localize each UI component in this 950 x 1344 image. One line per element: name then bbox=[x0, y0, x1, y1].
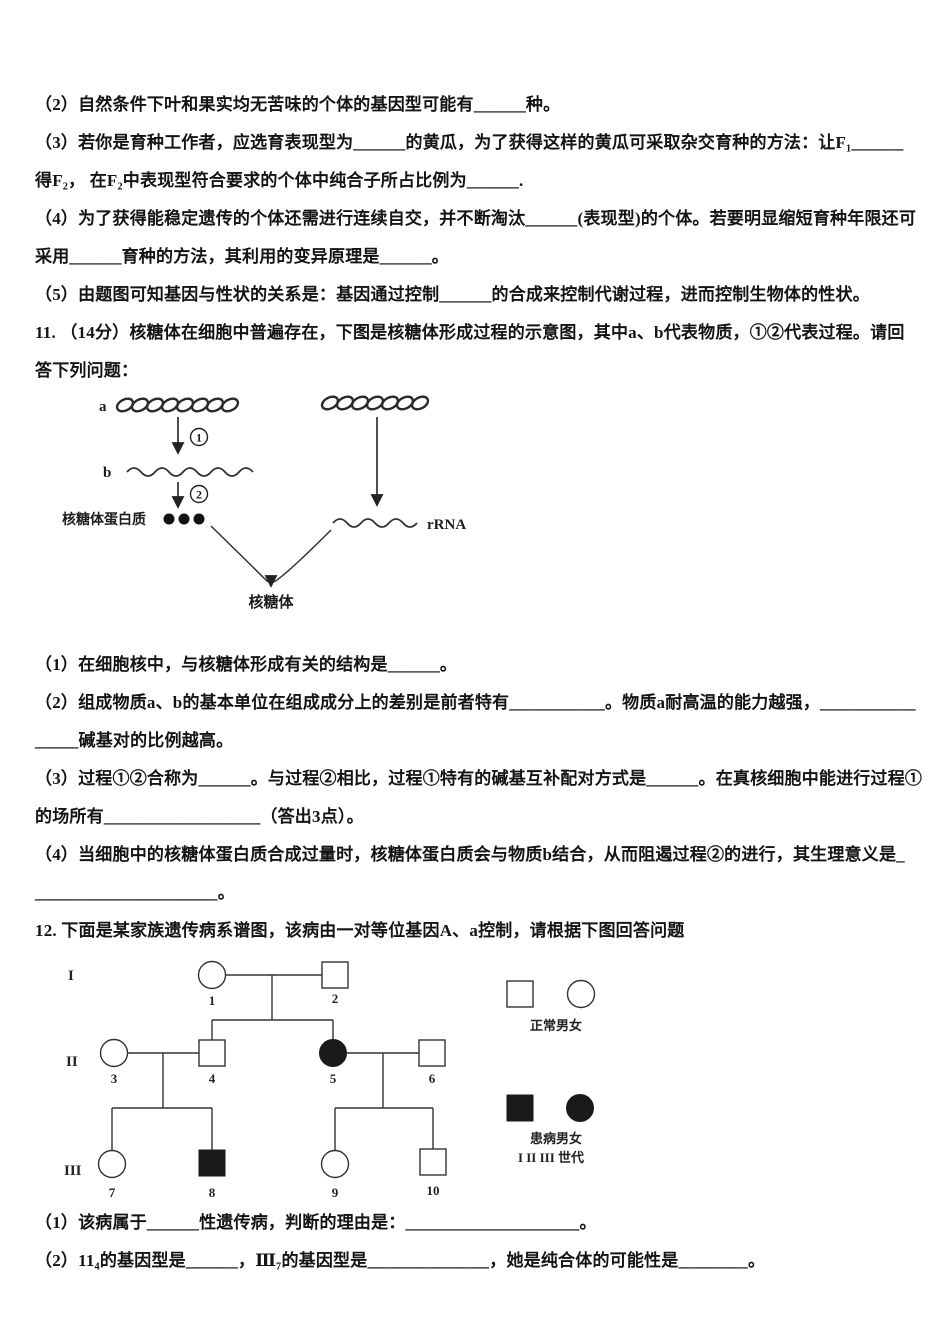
legend-normal-female-icon bbox=[566, 979, 596, 1009]
member-number: 7 bbox=[109, 1185, 116, 1200]
pedigree-chart: I II III 1 2 3 4 5 6 7 8 9 10 bbox=[35, 953, 920, 1201]
process-2-number: 2 bbox=[196, 488, 202, 502]
line-q11-sub3b: 的场所有__________________（答出3点）。 bbox=[35, 807, 364, 826]
pedigree-member-9-female bbox=[320, 1149, 350, 1179]
ribosome-label: 核糖体 bbox=[248, 593, 294, 611]
pedigree-legend: 正常男女 患病男女 I II III 世代 bbox=[506, 979, 596, 1165]
rrna-wavy-line bbox=[332, 518, 418, 528]
line-q11-sub3a: （3）过程①②合称为______。与过程②相比，过程①特有的碱基互补配对方式是_… bbox=[35, 769, 923, 788]
legend-normal-label: 正常男女 bbox=[530, 1018, 582, 1033]
member-number: 5 bbox=[330, 1071, 337, 1086]
legend-affected-label: 患病男女 bbox=[530, 1131, 582, 1146]
pedigree-svg: I II III 1 2 3 4 5 6 7 8 9 10 bbox=[64, 960, 596, 1200]
pedigree-connectors bbox=[111, 974, 434, 1150]
pedigree-member-5-female-affected bbox=[319, 1039, 347, 1067]
line-q12-sub1: （1）该病属于______性遗传病，判断的理由是：_______________… bbox=[35, 1213, 597, 1232]
ribosome-protein-label: 核糖体蛋白质 bbox=[62, 511, 146, 528]
generation-label-2: II bbox=[66, 1054, 78, 1070]
member-number: 10 bbox=[427, 1183, 440, 1198]
line-q11-intro-b: 答下列问题： bbox=[35, 361, 139, 380]
pedigree-member-8-male-affected bbox=[198, 1149, 226, 1177]
legend-affected-male-icon bbox=[506, 1094, 534, 1122]
line-q10-item5: （5）由题图可知基因与性状的关系是：基因通过控制______的合成来控制代谢过程… bbox=[35, 285, 870, 304]
member-number: 1 bbox=[209, 993, 216, 1008]
pedigree-member-10-male bbox=[419, 1148, 447, 1176]
exam-page-body: （2）自然条件下叶和果实均无苦味的个体的基因型可能有______种。 （3）若你… bbox=[35, 86, 923, 1280]
line-q12-intro: 12. 下面是某家族遗传病系谱图，该病由一对等位基因A、a控制，请根据下图回答问… bbox=[35, 921, 685, 940]
line-q11-sub4b: _____________________。 bbox=[35, 883, 235, 902]
member-number: 3 bbox=[111, 1071, 118, 1086]
dna-helix-left-icon bbox=[115, 397, 240, 413]
member-number: 6 bbox=[429, 1071, 436, 1086]
pedigree-member-6-male bbox=[418, 1039, 446, 1067]
legend-normal-male-icon bbox=[506, 980, 534, 1008]
protein-dots-icon bbox=[163, 513, 205, 525]
member-number: 9 bbox=[332, 1185, 339, 1200]
pedigree-member-1-female bbox=[197, 960, 227, 990]
line-q11-sub1: （1）在细胞核中，与核糖体形成有关的结构是______。 bbox=[35, 655, 458, 674]
pedigree-member-4-male bbox=[198, 1039, 226, 1067]
converge-curve-left bbox=[210, 525, 269, 583]
pedigree-member-3-female bbox=[99, 1038, 129, 1068]
process-2-badge: 2 bbox=[189, 484, 209, 504]
process-1-number: 1 bbox=[196, 431, 202, 445]
member-number: 2 bbox=[332, 991, 339, 1006]
legend-affected-female-icon bbox=[566, 1094, 594, 1122]
line-q11-sub2b: _____碱基对的比例越高。 bbox=[35, 731, 234, 750]
dna-helix-right-icon bbox=[320, 395, 430, 411]
line-q10-item3a: （3）若你是育种工作者，应选育表现型为______的黄瓜，为了获得这样的黄瓜可采… bbox=[35, 133, 904, 152]
line-q10-item2: （2）自然条件下叶和果实均无苦味的个体的基因型可能有______种。 bbox=[35, 95, 561, 114]
line-q12-sub2: （2）11₄的基因型是______，Ⅲ₇的基因型是______________，… bbox=[35, 1251, 766, 1270]
member-number: 8 bbox=[209, 1185, 216, 1200]
rrna-label: rRNA bbox=[427, 517, 466, 533]
line-q10-item3b: 得F₂， 在F₂中表现型符合要求的个体中纯合子所占比例为______. bbox=[35, 171, 524, 190]
ribosome-diagram-svg: a bbox=[62, 395, 466, 611]
process-1-badge: 1 bbox=[189, 427, 209, 447]
pedigree-member-2-male bbox=[321, 961, 349, 989]
pedigree-member-7-female bbox=[97, 1149, 127, 1179]
mrna-wavy-line bbox=[126, 467, 254, 477]
line-q10-item4b: 采用______育种的方法，其利用的变异原理是______。 bbox=[35, 247, 449, 266]
member-number: 4 bbox=[209, 1071, 216, 1086]
legend-generation-caption: I II III 世代 bbox=[518, 1150, 584, 1165]
line-q10-item4a: （4）为了获得能稳定遗传的个体还需进行连续自交，并不断淘汰______(表现型)… bbox=[35, 209, 917, 228]
line-q11-intro-a: 11. （14分）核糖体在细胞中普遍存在，下图是核糖体形成过程的示意图，其中a、… bbox=[35, 323, 905, 342]
dna-label-a: a bbox=[99, 399, 107, 415]
line-q11-sub2a: （2）组成物质a、b的基本单位在组成成分上的差别是前者特有___________… bbox=[35, 693, 916, 712]
rna-label-b: b bbox=[103, 465, 111, 481]
converge-curve-right bbox=[273, 529, 332, 583]
line-q11-sub4a: （4）当细胞中的核糖体蛋白质合成过量时，核糖体蛋白质会与物质b结合，从而阻遏过程… bbox=[35, 845, 905, 864]
generation-label-3: III bbox=[64, 1163, 82, 1179]
generation-label-1: I bbox=[68, 968, 74, 984]
ribosome-formation-diagram: a bbox=[35, 393, 920, 643]
